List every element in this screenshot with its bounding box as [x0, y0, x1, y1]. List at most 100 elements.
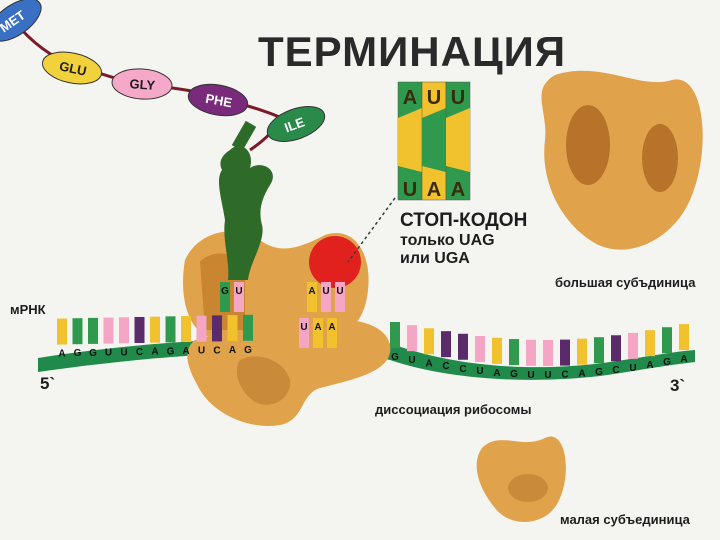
amino-acid-label: GLY [129, 76, 156, 93]
mrna-base-left: G [243, 314, 253, 356]
page-title: ТЕРМИНАЦИЯ [258, 28, 567, 75]
ribosome-codon-right-letter: U [300, 322, 307, 333]
trna-structure [218, 120, 273, 280]
trna-anticodon-left: G [220, 282, 230, 312]
trna-anticodon-left-letter: G [221, 286, 229, 297]
mrna-base-right-letter: G [391, 352, 399, 363]
mrna-base-left-letter: A [182, 346, 189, 357]
mrna-base-right-letter: G [595, 367, 603, 378]
mrna-base-left-letter: G [167, 346, 175, 357]
trna-anticodon-right-letter: A [308, 286, 315, 297]
mrna-base-right: A [577, 338, 587, 380]
mrna-base-right: C [560, 339, 570, 381]
ribosome-codon-right: A [327, 318, 337, 348]
mrna-base-right: A [679, 324, 689, 365]
stop-codon-bottom-base: A [427, 179, 441, 201]
amino-acid-phe: PHE [187, 83, 249, 117]
mrna-base-left: C [212, 315, 222, 356]
mrna-base-right: U [543, 339, 553, 381]
mrna-base-right-letter: G [510, 369, 518, 380]
large-subunit-free [541, 70, 703, 250]
mrna-base-left: A [57, 318, 67, 360]
amino-acid-ile: ILE [266, 106, 326, 142]
mrna-base-right-letter: A [493, 368, 500, 379]
amino-acid-label: PHE [204, 91, 233, 110]
mrna-base-right-letter: C [561, 370, 568, 381]
stop-codon-bottom-base: A [451, 179, 465, 201]
mrna-base-right-letter: A [578, 369, 585, 380]
mrna-base-right: U [526, 339, 536, 381]
mrna-base-left-letter: C [136, 347, 143, 358]
mrna-base-left-letter: G [74, 348, 82, 359]
mrna-base-left: A [150, 316, 160, 358]
mrna-base-left-letter: A [151, 347, 158, 358]
mrna-base-right-letter: U [544, 370, 551, 381]
mrna-base-left: A [227, 315, 238, 356]
mrna-base-right: G [509, 339, 519, 380]
stop-codon-column: AU [397, 81, 423, 201]
mrna-base-right: C [611, 335, 621, 376]
stop-codon-top-base: U [427, 87, 441, 109]
mrna-base-right-letter: C [442, 361, 449, 372]
small-subunit-label: малая субъединица [560, 512, 690, 527]
callout-line [347, 197, 396, 263]
mrna-base-right-letter: G [663, 357, 671, 368]
ribosome-codon-right: U [299, 318, 309, 348]
stop-codon-top-base: A [403, 87, 417, 109]
ribosome-codon-right-letter: A [328, 322, 335, 333]
mrna-base-left: U [196, 315, 207, 357]
dissociation-label: диссоциация рибосомы [375, 402, 532, 417]
ribosome-small-subunit [187, 319, 391, 426]
trna-anticodon-right: U [335, 282, 345, 312]
mrna-base-right-letter: A [425, 358, 432, 369]
mrna-base-right: G [594, 337, 604, 378]
mrna-base-right: A [645, 330, 655, 371]
amino-acid-label: GLU [58, 58, 88, 78]
small-subunit-free [476, 436, 566, 522]
mrna-base-left: U [103, 317, 114, 359]
three-prime-label: 3` [670, 376, 686, 395]
mrna-base-right-letter: U [629, 363, 636, 374]
stop-codon-column: UA [445, 81, 471, 201]
release-factor [309, 236, 361, 288]
trna-anticodon-right: A [307, 282, 317, 312]
mrna-base-left: G [72, 318, 83, 359]
mrna-base-right: G [662, 327, 672, 368]
mrna-base-left-letter: G [89, 348, 97, 359]
mrna-base-right-letter: U [476, 366, 483, 377]
mrna-base-left-letter: A [229, 345, 236, 356]
five-prime-label: 5` [40, 374, 56, 393]
mrna-base-left-letter: U [120, 347, 127, 358]
mrna-base-left-letter: U [198, 346, 205, 357]
stop-codon-note-1: только UAG [400, 232, 495, 249]
trna-anticodon-right: U [321, 282, 331, 312]
mrna-base-right-letter: C [459, 364, 466, 375]
mrna-label: мРНК [10, 302, 46, 317]
trna-anticodon-right-letter: U [336, 286, 343, 297]
mrna-base-right: U [475, 335, 485, 377]
mrna-base-left-letter: U [105, 348, 112, 359]
stop-codon-top-base: U [451, 87, 465, 109]
mrna-base-right-letter: C [612, 365, 619, 376]
mrna-base-right: C [458, 333, 468, 375]
stop-codon-note-2: или UGA [400, 250, 470, 267]
mrna-base-left-letter: G [244, 345, 252, 356]
amino-acid-met: MET [0, 0, 42, 42]
amino-acid-glu: GLU [41, 51, 103, 85]
mrna-base-right-letter: U [408, 355, 415, 366]
mrna-base-right: U [407, 325, 417, 366]
mrna-base-right: G [390, 322, 400, 363]
mrna-base-left-letter: C [213, 345, 220, 356]
mrna-base-right: A [424, 328, 434, 369]
trna-anticodon-right-letter: U [322, 286, 329, 297]
mrna-base-left: G [165, 316, 176, 357]
stop-codon-bottom-base: U [403, 179, 417, 201]
trna-anticodon-left-letter: U [235, 286, 242, 297]
amino-acid-gly: GLY [111, 68, 173, 100]
mrna-base-right-letter: U [527, 370, 534, 381]
ribosome-codon-right: A [313, 318, 323, 348]
mrna-base-right: U [628, 332, 638, 374]
stop-codon-label: СТОП-КОДОН [400, 210, 528, 231]
mrna-base-right-letter: A [680, 354, 687, 365]
